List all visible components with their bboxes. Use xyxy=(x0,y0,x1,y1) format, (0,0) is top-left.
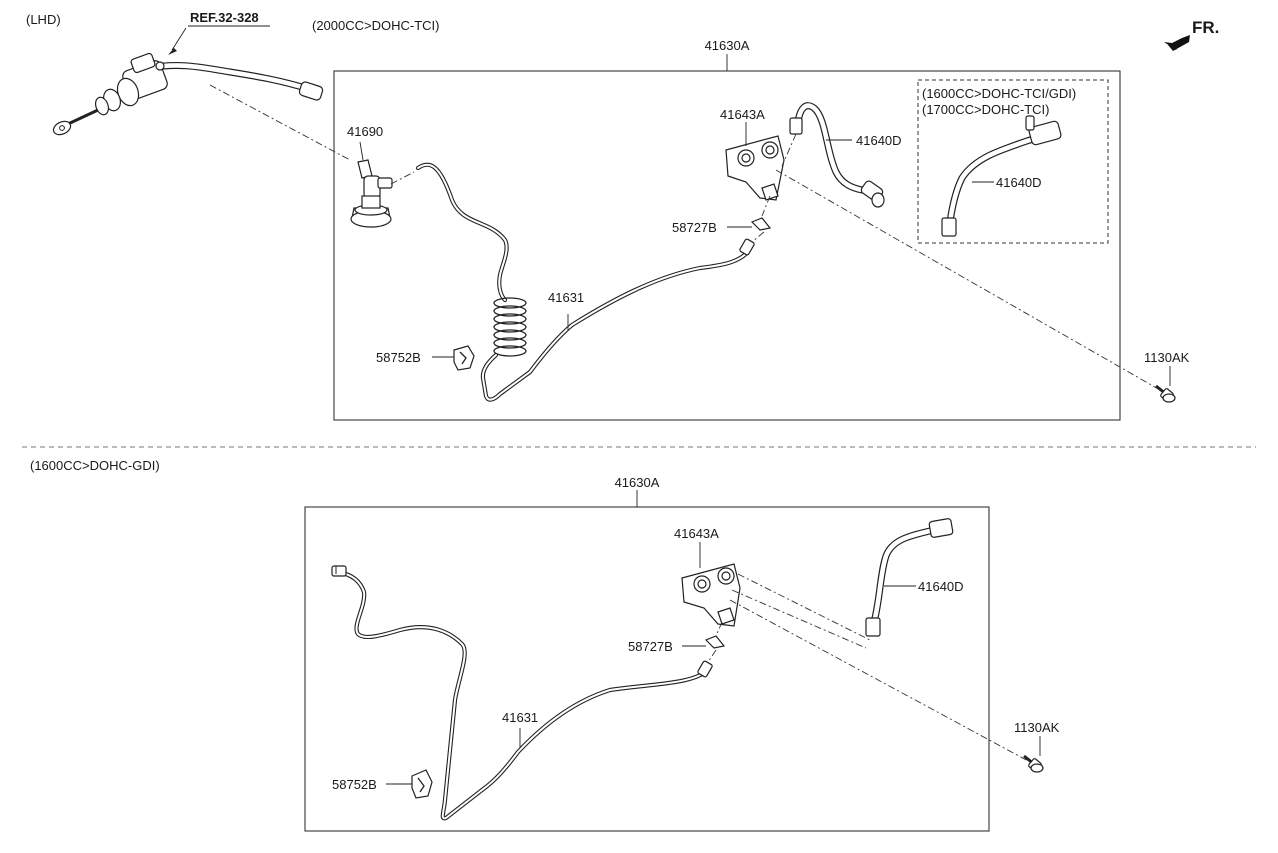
pipe-clamp-top-icon xyxy=(453,345,475,371)
hose-clip-bottom-icon xyxy=(704,635,726,649)
hose-bracket-bottom-label: 41643A xyxy=(674,526,719,541)
pipe-clamp-bottom-label: 58752B xyxy=(332,777,377,792)
inset-variant-box xyxy=(917,79,1109,244)
clutch-pipe-top-icon xyxy=(415,162,755,402)
flex-hose-bottom-label: 41640D xyxy=(918,579,964,594)
master-cylinder-icon xyxy=(52,27,324,136)
hose-bracket-bottom-icon xyxy=(681,563,741,627)
flex-hose-inset-icon xyxy=(941,115,1062,237)
inset-variant-line1: (1600CC>DOHC-TCI/GDI) xyxy=(922,86,1076,101)
inset-variant-line2: (1700CC>DOHC-TCI) xyxy=(922,102,1050,117)
bolt-bottom-label: 1130AK xyxy=(1014,720,1060,735)
pipe-clamp-bottom-icon xyxy=(411,769,433,799)
variant-bottom-label: (1600CC>DOHC-GDI) xyxy=(30,458,160,473)
bracket-to-bolt-guide xyxy=(775,169,1161,391)
top-assembly-box xyxy=(333,70,1121,421)
hose-clip-top-label: 58727B xyxy=(672,220,717,235)
release-cylinder-icon xyxy=(350,141,393,228)
top-assembly-label: 41630A xyxy=(705,38,750,53)
front-label: FR. xyxy=(1192,18,1219,37)
lhd-label: (LHD) xyxy=(26,12,61,27)
flex-hose-bottom-icon xyxy=(865,518,954,637)
bolt-top-label: 1130AK xyxy=(1144,350,1190,365)
release-cylinder-label: 41690 xyxy=(347,124,383,139)
front-arrow-icon xyxy=(1164,35,1190,51)
flex-hose-top-icon xyxy=(789,102,885,208)
bolt-bottom-icon xyxy=(1023,754,1044,773)
hose-bracket-top-label: 41643A xyxy=(720,107,765,122)
hose-bracket-top-icon xyxy=(725,135,785,201)
pipe-clamp-top-label: 58752B xyxy=(376,350,421,365)
bottom-assembly-label: 41630A xyxy=(615,475,660,490)
bottom-assembly-box xyxy=(304,506,990,832)
flex-hose-top-label: 41640D xyxy=(856,133,902,148)
hose-clip-bottom-label: 58727B xyxy=(628,639,673,654)
clutch-pipe-top-label: 41631 xyxy=(548,290,584,305)
clutch-pipe-bottom-icon xyxy=(331,565,713,821)
master-to-cylinder-guide xyxy=(209,84,351,161)
bracket-to-bolt-guide-bottom xyxy=(729,599,1031,763)
bolt-top-icon xyxy=(1155,384,1176,403)
clutch-pipe-bottom-label: 41631 xyxy=(502,710,538,725)
hose-clip-top-icon xyxy=(750,217,772,231)
variant-top-label: (2000CC>DOHC-TCI) xyxy=(312,18,440,33)
ref-link[interactable]: REF.32-328 xyxy=(190,10,259,25)
flex-hose-inset-label: 41640D xyxy=(996,175,1042,190)
